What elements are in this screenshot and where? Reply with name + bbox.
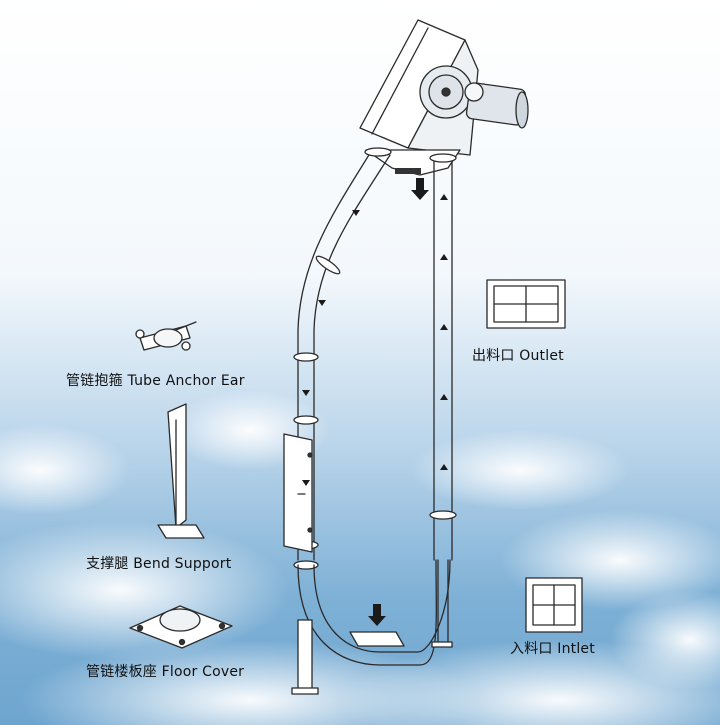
flow-arrow-icon xyxy=(302,178,448,626)
inspection-door-icon xyxy=(283,433,313,553)
bend-support-icon xyxy=(157,403,205,539)
tube-anchor-ear-label: 管链抱箍 Tube Anchor Ear xyxy=(66,373,245,389)
inlet-hopper xyxy=(349,631,405,647)
bottom-support-column xyxy=(297,619,313,691)
floor-cover-icon xyxy=(129,605,233,649)
floor-cover-label: 管链楼板座 Floor Cover xyxy=(86,664,245,680)
outlet-frame-icon xyxy=(486,279,566,329)
tube-anchor-ear-icon xyxy=(135,321,197,351)
return-tube-left xyxy=(297,149,373,561)
inlet-frame-icon xyxy=(525,577,583,633)
drive-motor-icon xyxy=(464,82,529,129)
outlet-label: 出料口 Outlet xyxy=(472,348,564,364)
right-support-leg xyxy=(437,559,449,646)
bend-support-label: 支撑腿 Bend Support xyxy=(86,556,232,572)
inlet-label: 入料口 Intlet xyxy=(510,641,595,657)
drive-head xyxy=(359,19,479,156)
